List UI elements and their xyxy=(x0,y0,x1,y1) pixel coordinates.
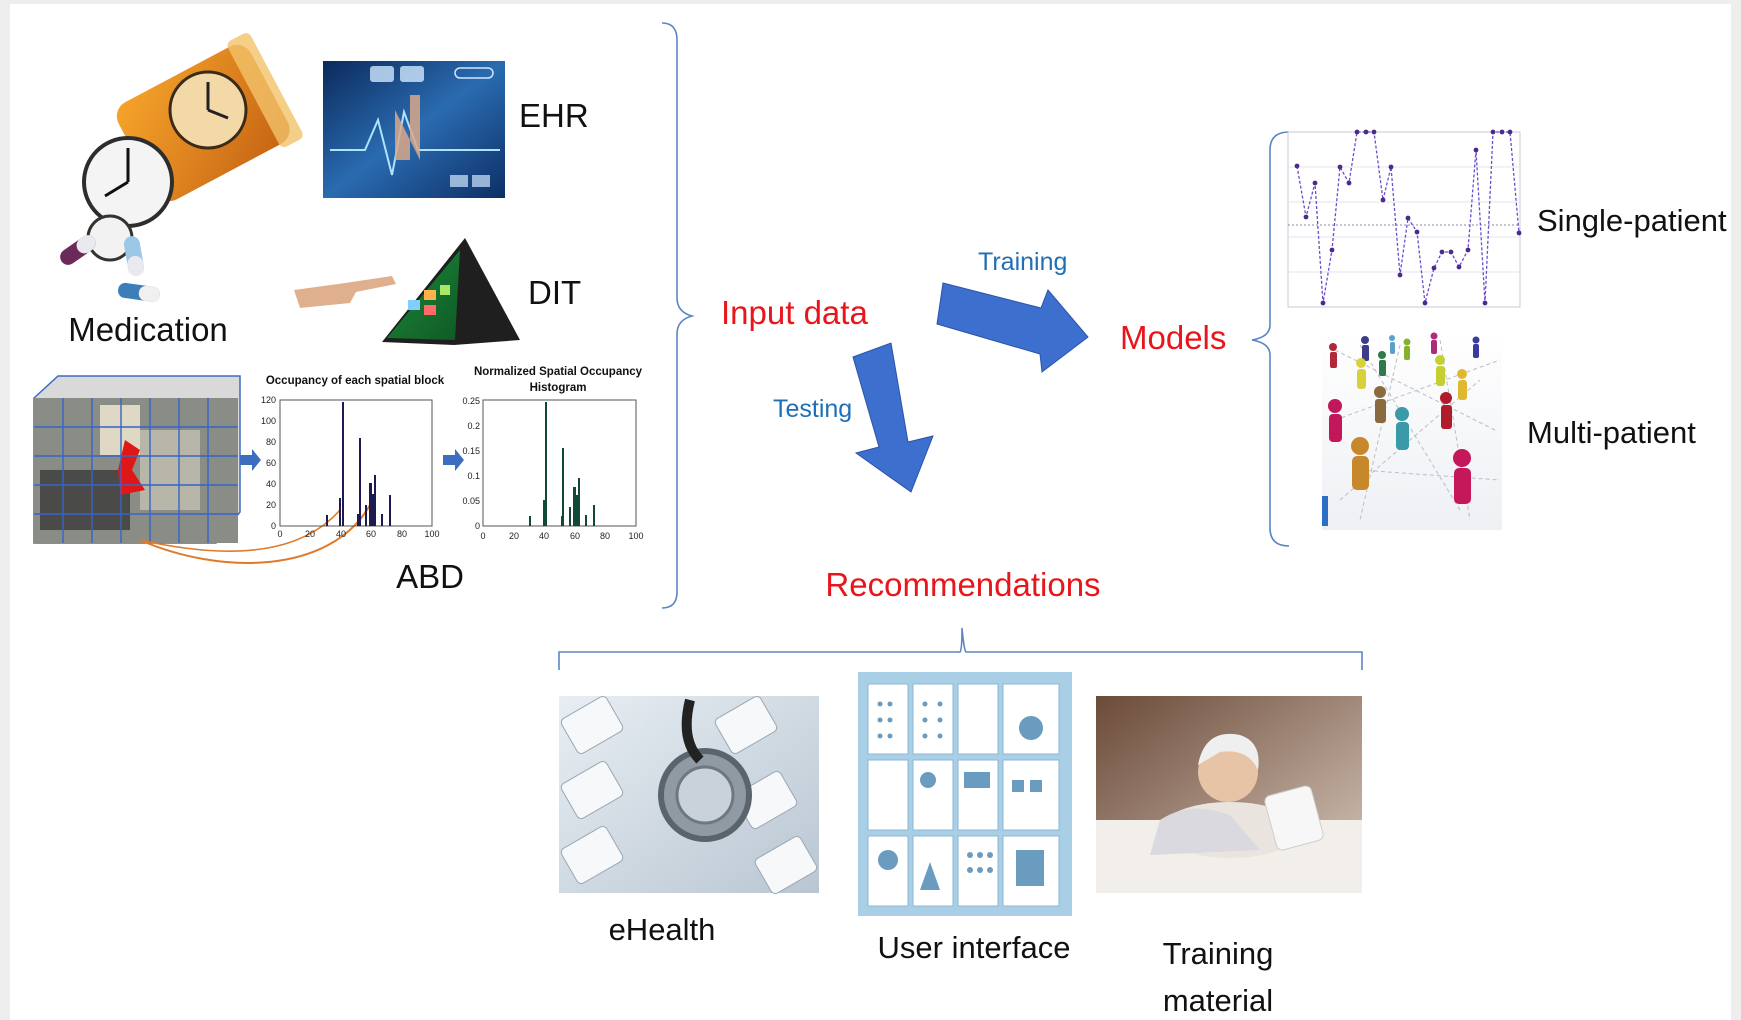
training-material-label-1: Training xyxy=(1163,936,1274,971)
user-interface-image xyxy=(858,672,1072,916)
abd-right-chart-title-2: Histogram xyxy=(530,382,587,394)
abd-right-xtick: 20 xyxy=(509,531,519,541)
abd-label: ABD xyxy=(396,558,464,595)
abd-left-ytick: 80 xyxy=(266,437,276,447)
multi-patient-label: Multi-patient xyxy=(1527,415,1696,450)
input-bracket xyxy=(661,22,696,609)
single-patient-label: Single-patient xyxy=(1537,203,1727,238)
abd-occupancy-chart: Occupancy of each spatial block 120 100 … xyxy=(261,375,445,539)
training-arrow xyxy=(936,282,1089,373)
abd-right-xtick: 100 xyxy=(628,531,643,541)
abd-left-ytick: 60 xyxy=(266,458,276,468)
medication-label: Medication xyxy=(68,311,228,348)
abd-video-frames xyxy=(33,375,371,564)
user-interface-label: User interface xyxy=(878,930,1071,965)
abd-right-ytick: 0.1 xyxy=(467,471,480,481)
abd-right-ytick: 0.2 xyxy=(467,421,480,431)
abd-right-chart-title-1: Normalized Spatial Occupancy xyxy=(474,366,643,378)
recommendations-label: Recommendations xyxy=(825,566,1100,603)
training-material-label-2: material xyxy=(1163,983,1273,1018)
multi-patient-network xyxy=(1322,330,1502,530)
medication-image xyxy=(60,33,303,302)
training-material-image xyxy=(1096,696,1362,893)
abd-right-ytick: 0 xyxy=(475,521,480,531)
abd-normalized-histogram: Normalized Spatial Occupancy Histogram 0… xyxy=(462,366,643,541)
page-frame-right xyxy=(1731,0,1741,1020)
abd-left-ytick: 0 xyxy=(271,521,276,531)
ehealth-image xyxy=(559,696,819,894)
ehr-label: EHR xyxy=(519,97,589,134)
testing-label: Testing xyxy=(773,395,852,423)
abd-right-xtick: 0 xyxy=(480,531,485,541)
models-label: Models xyxy=(1120,319,1226,356)
abd-right-ytick: 0.05 xyxy=(462,496,480,506)
abd-right-ytick: 0.15 xyxy=(462,446,480,456)
ehealth-label: eHealth xyxy=(609,912,716,947)
abd-arrow-2 xyxy=(443,449,464,471)
training-label: Training xyxy=(978,248,1067,276)
abd-left-ytick: 100 xyxy=(261,416,276,426)
abd-left-xtick: 20 xyxy=(305,529,315,539)
abd-left-ytick: 20 xyxy=(266,500,276,510)
input-data-label: Input data xyxy=(721,294,868,331)
abd-left-xtick: 0 xyxy=(277,529,282,539)
single-patient-chart xyxy=(1287,129,1522,308)
abd-arrow-1 xyxy=(240,449,261,471)
abd-left-ytick: 40 xyxy=(266,479,276,489)
dit-image xyxy=(294,238,520,345)
page-frame-left xyxy=(0,0,10,1020)
dit-label: DIT xyxy=(528,274,581,311)
abd-right-xtick: 80 xyxy=(600,531,610,541)
ehr-image xyxy=(323,61,505,198)
testing-arrow xyxy=(852,342,934,493)
page-frame-top xyxy=(0,0,1741,4)
recommendations-bracket xyxy=(558,627,1363,670)
abd-left-ytick: 120 xyxy=(261,395,276,405)
abd-left-xtick: 40 xyxy=(336,529,346,539)
models-bracket xyxy=(1251,131,1290,547)
abd-right-ytick: 0.25 xyxy=(462,396,480,406)
abd-right-xtick: 60 xyxy=(570,531,580,541)
abd-left-xtick: 80 xyxy=(397,529,407,539)
abd-left-chart-title: Occupancy of each spatial block xyxy=(266,375,445,387)
abd-right-xtick: 40 xyxy=(539,531,549,541)
abd-left-xtick: 60 xyxy=(366,529,376,539)
abd-left-xtick: 100 xyxy=(424,529,439,539)
